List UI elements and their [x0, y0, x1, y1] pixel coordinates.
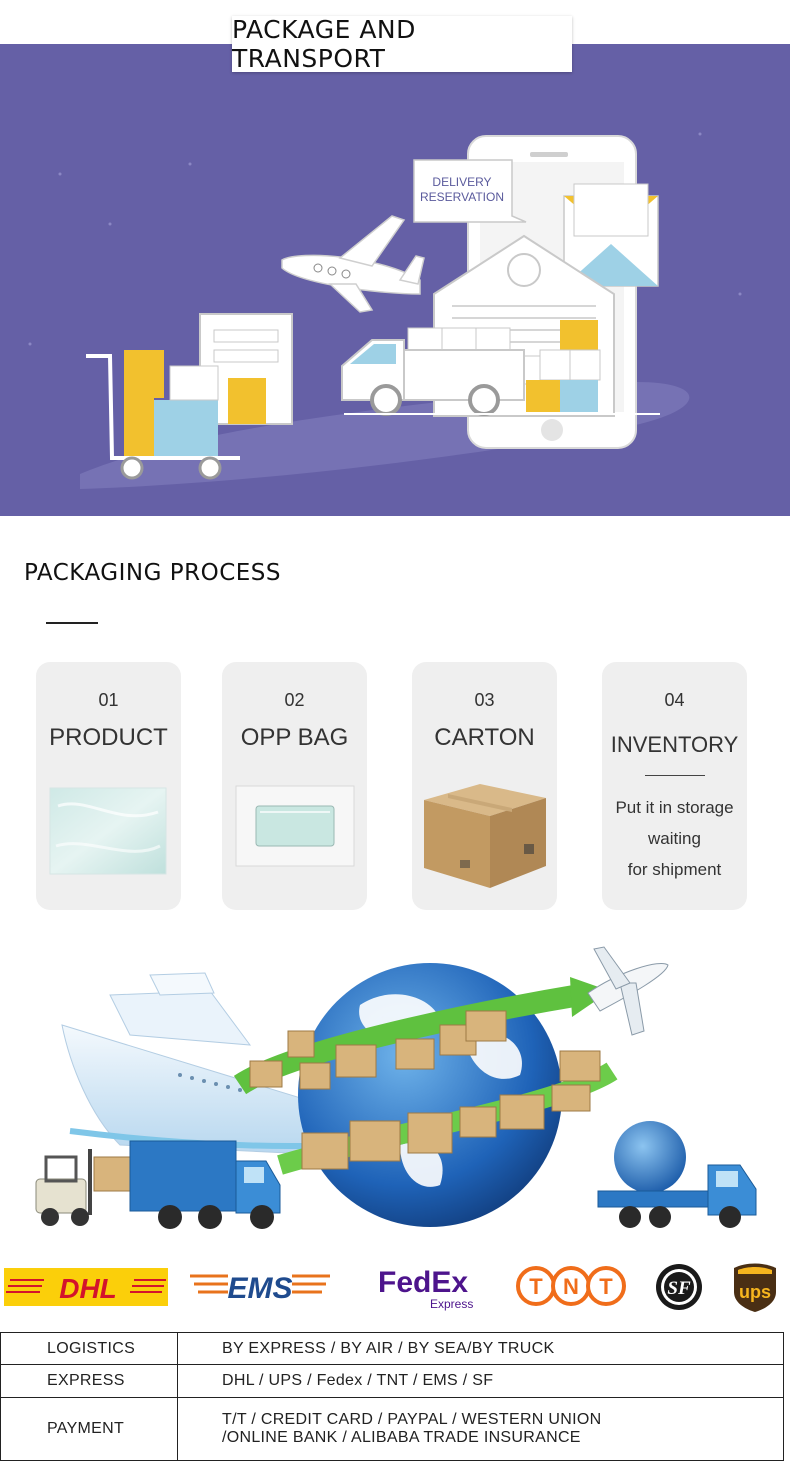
- bubble-text-line2: RESERVATION: [420, 190, 504, 204]
- step-description: Put it in storage waiting for shipment: [602, 792, 747, 885]
- ems-logo: EMS: [188, 1268, 332, 1308]
- step-number: 04: [664, 690, 685, 710]
- row-label: PAYMENT: [0, 1397, 178, 1461]
- dhl-logo-art: DHL: [6, 1273, 166, 1304]
- table-row: LOGISTICS BY EXPRESS / BY AIR / BY SEA/B…: [0, 1332, 784, 1365]
- forklift-icon: [35, 1149, 131, 1226]
- sf-text: SF: [667, 1278, 691, 1299]
- row-value-line: BY EXPRESS / BY AIR / BY SEA/BY TRUCK: [222, 1339, 555, 1357]
- ups-logo: ups: [732, 1260, 778, 1314]
- parcel-boxes: [249, 1010, 601, 1170]
- ups-logo-art: ups: [734, 1263, 776, 1312]
- carrier-logos: DHL EMS FedEx Express T N T: [0, 1258, 790, 1318]
- delivery-truck-icon: [341, 339, 525, 416]
- sf-logo: SF: [654, 1262, 704, 1312]
- hero-banner: DELIVERY RESERVATION: [0, 44, 790, 516]
- packaging-process-title: PACKAGING PROCESS: [24, 560, 281, 586]
- fedex-logo: FedEx Express: [376, 1262, 480, 1314]
- step-number: 01: [98, 690, 119, 710]
- bubble-text-line1: DELIVERY: [432, 175, 491, 189]
- fedex-logo-art: FedEx Express: [378, 1266, 473, 1311]
- film-sheet-icon: [49, 787, 167, 875]
- fedex-sub-text: Express: [430, 1297, 473, 1311]
- tnt-logo-art: T N T: [516, 1266, 626, 1306]
- step-desc-line: for shipment: [627, 860, 722, 879]
- logistics-scene: [35, 946, 757, 1229]
- arrow-head: [570, 977, 610, 1017]
- process-step-product: 01 PRODUCT: [36, 662, 181, 910]
- step-divider: [645, 775, 705, 776]
- hand-cart-icon: [86, 350, 240, 480]
- step-name: INVENTORY: [610, 732, 739, 757]
- tnt-letter: T: [599, 1274, 613, 1299]
- carton-box-icon: [424, 784, 546, 888]
- row-value-line: /ONLINE BANK / ALIBABA TRADE INSURANCE: [222, 1429, 581, 1446]
- row-value: BY EXPRESS / BY AIR / BY SEA/BY TRUCK: [177, 1332, 784, 1365]
- cargo-airplane-icon: [587, 946, 669, 1036]
- envelope-icon: [563, 183, 659, 287]
- process-step-carton: 03 CARTON: [412, 662, 557, 910]
- process-step-inventory: 04 INVENTORY Put it in storage waiting f…: [602, 662, 747, 910]
- step-desc-line: waiting: [648, 829, 701, 848]
- table-row: PAYMENT T/T / CREDIT CARD / PAYPAL / WES…: [0, 1397, 784, 1461]
- page-title: PACKAGE AND TRANSPORT: [232, 15, 416, 73]
- delivery-reservation-bubble: DELIVERY RESERVATION: [413, 159, 527, 223]
- page-title-box: PACKAGE AND TRANSPORT: [232, 15, 572, 73]
- delivery-illustration: DELIVERY RESERVATION: [28, 132, 742, 489]
- row-value-line: DHL / UPS / Fedex / TNT / EMS / SF: [222, 1372, 494, 1389]
- process-step-opp-bag: 02 OPP BAG: [222, 662, 367, 910]
- global-logistics-illustration: [0, 935, 790, 1245]
- row-value: DHL / UPS / Fedex / TNT / EMS / SF: [177, 1364, 784, 1398]
- step-desc-line: Put it in storage: [615, 798, 734, 817]
- ems-logo-art: EMS: [190, 1272, 330, 1305]
- step-number: 02: [284, 690, 305, 710]
- stars-decor: [28, 132, 742, 346]
- airplane-icon: [281, 215, 425, 313]
- ems-text: EMS: [227, 1272, 292, 1305]
- small-globe-icon: [614, 1121, 686, 1193]
- row-label: LOGISTICS: [0, 1332, 178, 1365]
- shipping-info-table: LOGISTICS BY EXPRESS / BY AIR / BY SEA/B…: [0, 1332, 784, 1461]
- tnt-letter: T: [529, 1274, 543, 1299]
- step-number: 03: [474, 690, 495, 710]
- step-name: CARTON: [434, 724, 535, 751]
- tnt-letter: N: [563, 1274, 579, 1299]
- section-divider: [46, 622, 98, 624]
- fedex-text: FedEx: [378, 1266, 468, 1299]
- table-row: EXPRESS DHL / UPS / Fedex / TNT / EMS / …: [0, 1364, 784, 1398]
- tnt-logo: T N T: [516, 1264, 626, 1308]
- flatbed-truck-icon: [597, 1164, 757, 1228]
- opp-bag-icon: [235, 785, 355, 867]
- container-truck-icon: [129, 1140, 281, 1229]
- row-value-line: T/T / CREDIT CARD / PAYPAL / WESTERN UNI…: [222, 1411, 602, 1428]
- step-name: OPP BAG: [240, 724, 349, 751]
- step-name: PRODUCT: [49, 724, 168, 751]
- ups-text: ups: [739, 1282, 771, 1302]
- row-value: T/T / CREDIT CARD / PAYPAL / WESTERN UNI…: [177, 1397, 784, 1461]
- sf-logo-art: SF: [656, 1264, 702, 1310]
- dhl-text: DHL: [59, 1273, 117, 1304]
- dhl-logo: DHL: [4, 1268, 168, 1306]
- row-label: EXPRESS: [0, 1364, 178, 1398]
